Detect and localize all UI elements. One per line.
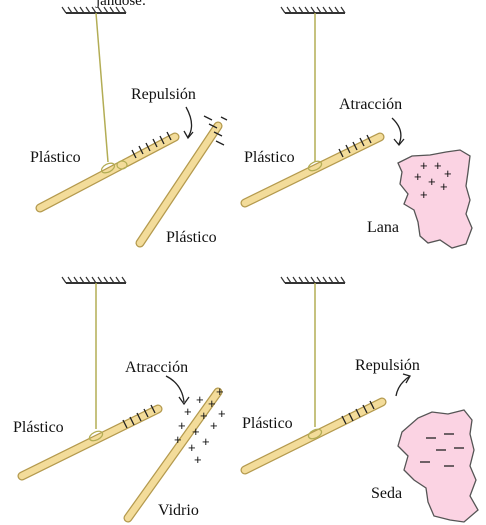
panel-1-second-rod-label: Plástico [166,230,217,246]
ceiling-support [62,277,126,283]
interaction-arrow [166,376,184,402]
svg-text:+: + [184,404,192,419]
svg-text:+: + [208,396,216,411]
panel-4-hanging-rod-label: Plástico [242,416,293,432]
svg-text:+: + [200,408,208,423]
suspension-thread [96,13,108,162]
panel-4-interaction-label: Repulsión [355,358,420,374]
hanging-plastic-rod [245,402,382,470]
panel-2-wool-label: Lana [367,220,399,236]
panel-top-left [40,7,227,243]
svg-text:+: + [434,158,442,173]
svg-text:+: + [216,384,224,399]
panel-bottom-right [245,277,478,522]
svg-text:+: + [174,432,182,447]
ceiling-support [62,7,126,13]
panel-1-hanging-rod-label: Plástico [30,150,81,166]
panel-top-right: + + + + + + + [245,7,472,248]
interaction-arrow-head [394,139,404,145]
svg-text:+: + [210,418,218,433]
panel-3-glass-label: Vidrio [158,503,199,519]
second-plastic-rod [140,126,218,243]
svg-text:+: + [202,434,210,449]
panel-3-hanging-rod-label: Plástico [13,420,64,436]
hanging-plastic-rod [245,137,380,203]
svg-text:+: + [428,174,436,189]
svg-text:+: + [196,392,204,407]
svg-text:+: + [178,418,186,433]
panel-2-interaction-label: Atracción [339,97,402,113]
panel-bottom-left: + + + + + + + + + + + + + [22,277,226,518]
ceiling-support [281,7,345,13]
interaction-arrow-head [184,131,193,138]
panel-1-interaction-label: Repulsión [131,87,196,103]
interaction-arrow [392,118,401,144]
panel-3-interaction-label: Atracción [125,360,188,376]
svg-text:+: + [440,179,448,194]
positive-charge-marks: + + + + + + + + + + + + + [174,384,226,467]
interaction-arrow [186,107,192,137]
panel-4-silk-label: Seda [371,486,402,502]
panel-2-hanging-rod-label: Plástico [244,150,295,166]
svg-text:+: + [414,169,422,184]
svg-text:+: + [192,424,200,439]
svg-text:+: + [194,452,202,467]
svg-text:+: + [218,406,226,421]
svg-text:+: + [420,187,428,202]
ceiling-support [281,277,345,283]
silk-cloth [398,410,478,522]
